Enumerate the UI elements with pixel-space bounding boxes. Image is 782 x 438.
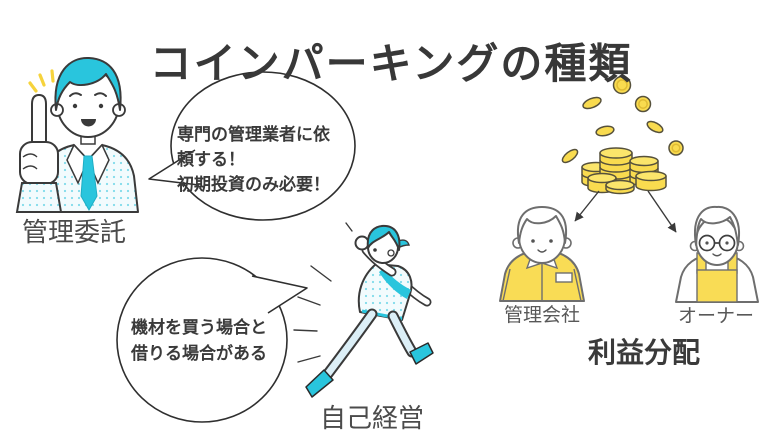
consignment-bubble-text: 専門の管理業者に依 頼する！ 初期投資のみ必要！: [177, 125, 330, 194]
owner-label: オーナー: [678, 306, 755, 327]
self-management-speech-bubble: [116, 257, 308, 423]
self-management-label: 自己経営: [320, 403, 425, 433]
management-company-label: 管理会社: [504, 305, 581, 326]
profit-distribution-heading: 利益分配: [588, 337, 701, 368]
self-management-bubble-text: 機材を買う場合と 借りる場合がある: [131, 318, 267, 363]
coins-illustration: [561, 75, 684, 195]
sparkle-icon: [28, 69, 55, 93]
consignment-person-illustration: [15, 56, 139, 213]
profit-arrow-icons: [574, 190, 677, 233]
consignment-label: 管理委託: [22, 217, 127, 247]
owner-person-illustration: [675, 205, 759, 303]
consignment-speech-bubble: [148, 71, 356, 221]
glasses-icon: [698, 234, 736, 252]
management-company-person-illustration: [499, 206, 585, 302]
page-title: コインパーキングの種類: [149, 40, 633, 88]
self-management-person-illustration: [293, 222, 434, 398]
speed-lines: [293, 265, 332, 363]
